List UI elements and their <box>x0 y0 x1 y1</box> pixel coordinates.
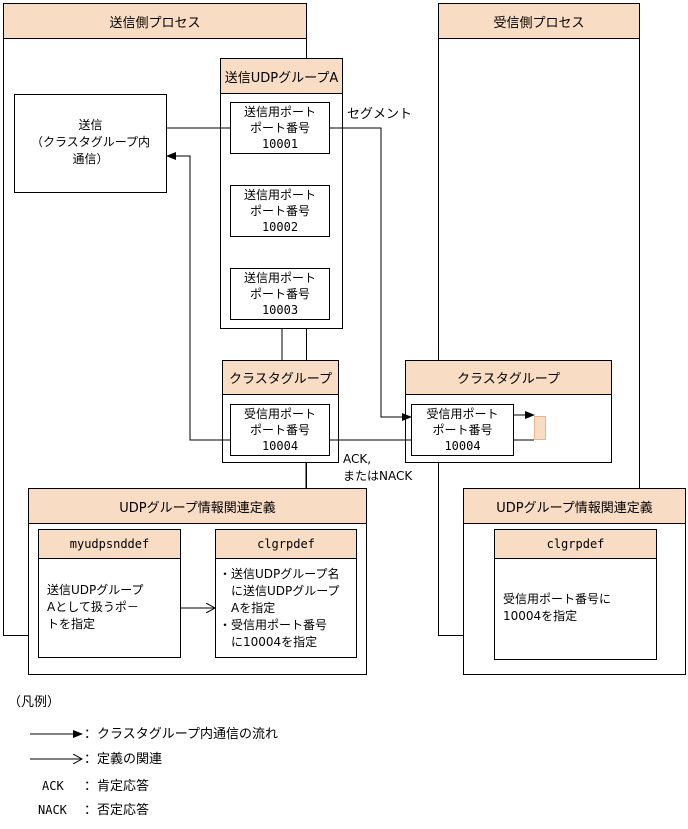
receive-buffer <box>534 416 546 440</box>
segment-label: セグメント <box>347 107 413 122</box>
sender-process-title: 送信側プロセス <box>3 3 307 39</box>
legend-relation: ：定義の関連 <box>84 752 163 767</box>
legend-nack-term: NACK <box>38 803 67 817</box>
myudpsnddef-title: myudpsnddef <box>38 529 181 559</box>
send-box: 送信 （クラスタグループ内 通信） <box>14 94 167 193</box>
sender-udp-def-title: UDPグループ情報関連定義 <box>28 488 367 524</box>
ack-label: ACK, またはNACK <box>343 452 413 483</box>
send-port-10002: 送信用ポート ポート番号 10002 <box>230 185 330 237</box>
receiver-process-title: 受信側プロセス <box>438 3 640 39</box>
receiver-cluster-group-title: クラスタグループ <box>405 360 612 395</box>
legend-ack-desc: ：肯定応答 <box>84 779 150 794</box>
udp-group-a-title: 送信UDPグループA <box>220 58 343 94</box>
receiver-clgrpdef-body: 受信用ポート番号に 10004を指定 <box>503 592 612 623</box>
send-port-10001: 送信用ポート ポート番号 10001 <box>230 102 330 154</box>
send-port-10003: 送信用ポート ポート番号 10003 <box>230 268 330 320</box>
send-box-label: 送信 （クラスタグループ内 通信） <box>30 118 151 166</box>
sender-recv-port-10004: 受信用ポート ポート番号 10004 <box>230 404 330 456</box>
legend-flow: ：クラスタグループ内通信の流れ <box>84 727 278 742</box>
receiver-clgrpdef-title: clgrpdef <box>494 529 657 559</box>
legend-nack-desc: ：否定応答 <box>84 803 150 818</box>
receiver-recv-port-10004: 受信用ポート ポート番号 10004 <box>411 404 514 456</box>
sender-cluster-group-title: クラスタグループ <box>222 360 339 395</box>
myudpsnddef-body: 送信UDPグループ Aとして扱うポ－ トを指定 <box>47 583 144 631</box>
legend-ack-term: ACK <box>42 779 64 793</box>
sender-clgrpdef-title: clgrpdef <box>215 529 357 559</box>
receiver-udp-def-title: UDPグループ情報関連定義 <box>463 488 686 524</box>
legend-title: （凡例） <box>8 695 61 710</box>
sender-clgrpdef-body: ・送信UDPグループ名 に送信UDPグループ Aを指定 ・受信用ポート番号 に1… <box>219 567 340 649</box>
